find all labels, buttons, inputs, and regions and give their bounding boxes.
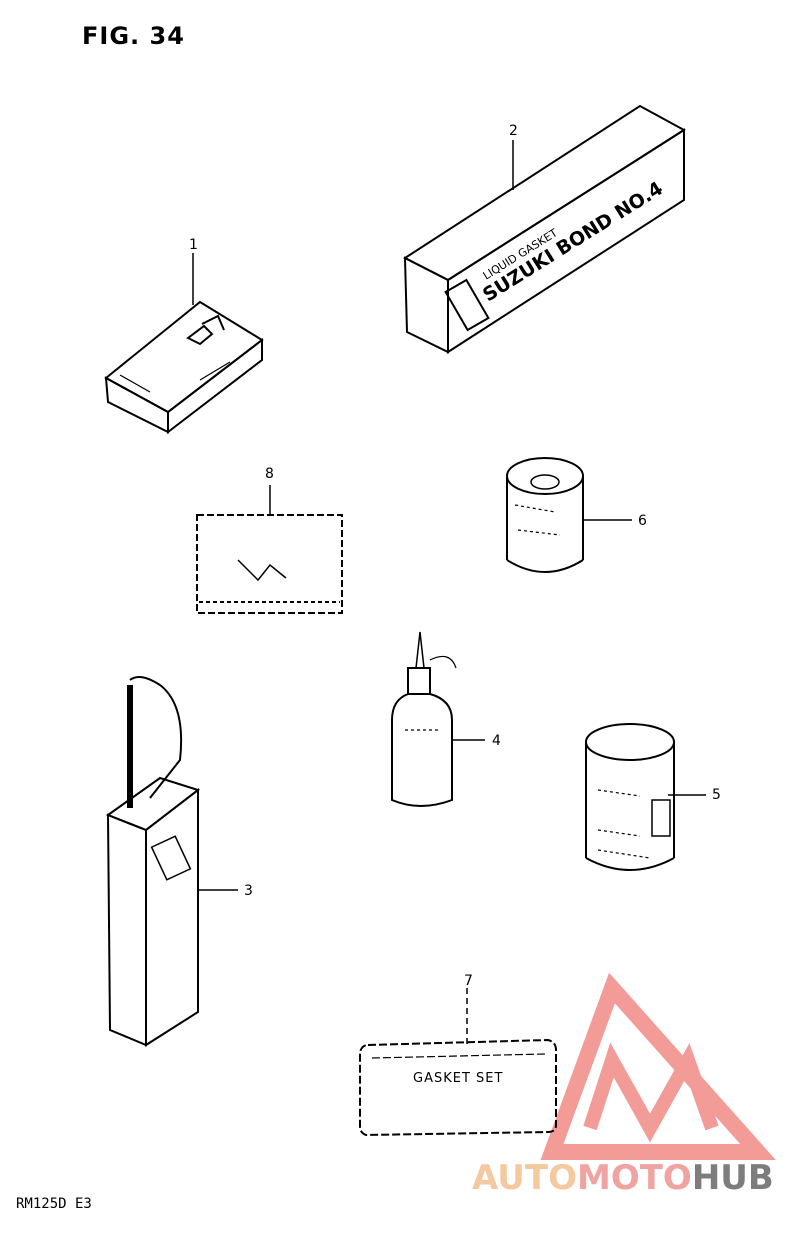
- gasket-set-label: GASKET SET: [413, 1071, 503, 1086]
- model-code: RM125D E3: [16, 1196, 92, 1212]
- callout-7: 7: [464, 973, 473, 989]
- part-6-can: [506, 457, 584, 573]
- part-2-bond-box: LIQUID GASKET SUZUKI BOND NO.4: [403, 104, 686, 354]
- watermark-text: AUTOMOTOHUB: [472, 1158, 774, 1198]
- watermark-logo: [540, 972, 776, 1160]
- part-8-packet: [196, 514, 343, 614]
- part-5-tall-can: [585, 723, 675, 871]
- part-7-gasket-set: [359, 1038, 557, 1137]
- figure-title: FIG. 34: [82, 22, 185, 50]
- callout-4: 4: [492, 733, 501, 749]
- callout-5: 5: [712, 787, 721, 803]
- watermark-part-auto: AUTO: [472, 1158, 577, 1198]
- part-4-bottle: [391, 631, 457, 807]
- watermark-part-moto: MOTO: [576, 1158, 692, 1198]
- callout-6: 6: [638, 513, 647, 529]
- part-3-oil-can: [105, 675, 201, 1047]
- callout-3: 3: [244, 883, 253, 899]
- watermark-part-hub: HUB: [691, 1158, 774, 1198]
- callout-8: 8: [265, 466, 274, 482]
- callout-2: 2: [509, 123, 518, 139]
- callout-1: 1: [189, 237, 198, 253]
- part-1-small-box: [104, 300, 264, 435]
